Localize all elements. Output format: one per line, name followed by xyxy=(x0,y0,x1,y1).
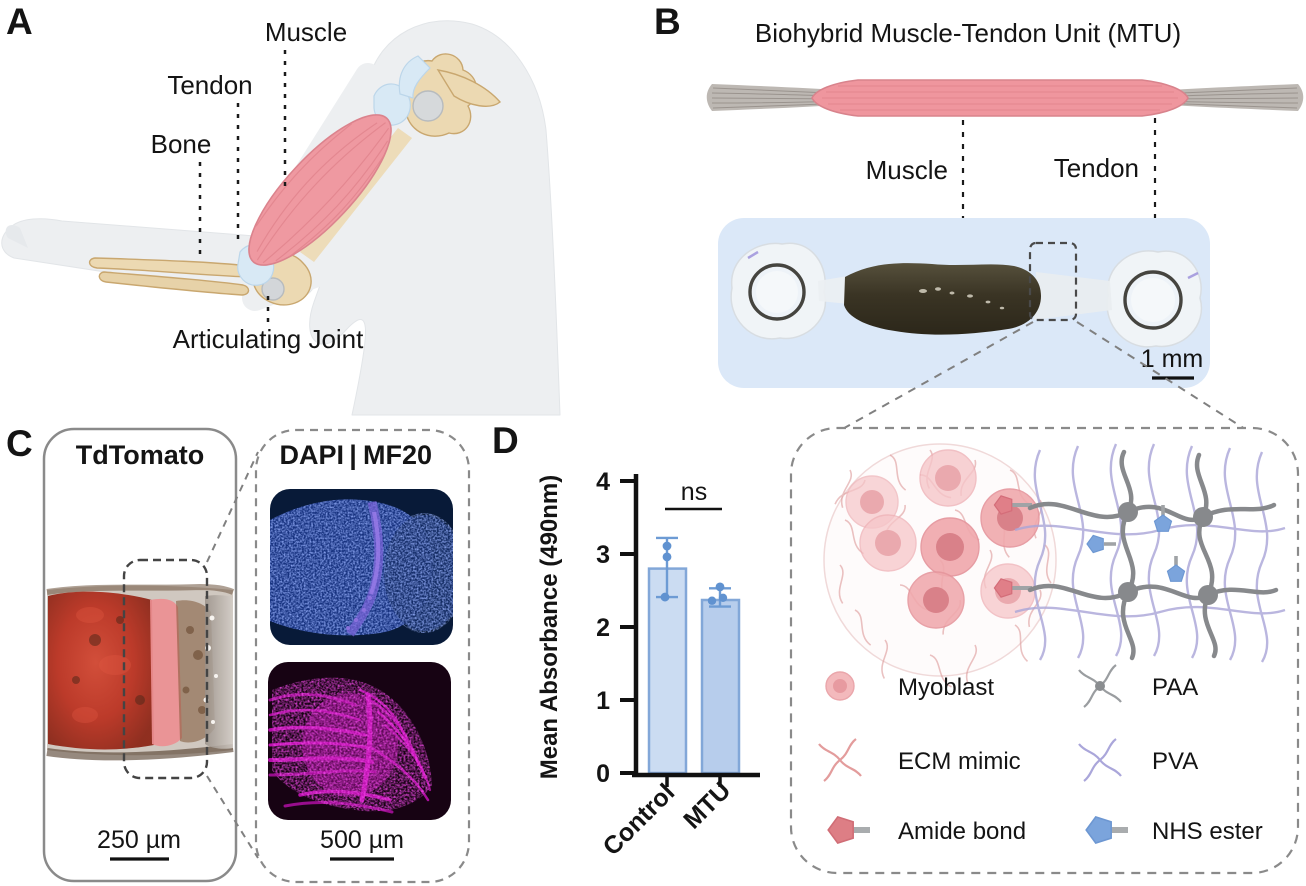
paa-crosslink-nodes xyxy=(1118,502,1218,605)
dapi-micrograph xyxy=(270,489,453,645)
amide-bond-icon xyxy=(827,816,870,844)
mtu-schematic xyxy=(706,79,1304,117)
tdtomato-panel: TdTomato xyxy=(42,427,238,883)
legend-item-paa: PAA xyxy=(1077,663,1198,709)
polymer-network xyxy=(1014,443,1286,663)
anchor-stem-left xyxy=(818,276,849,304)
title-separator: | xyxy=(349,440,357,470)
panel-c-letter: C xyxy=(6,423,33,464)
y-axis-label: Mean Absorbance (490nm) xyxy=(536,475,563,780)
muscle-illustration xyxy=(248,114,392,266)
tendon-label-b: Tendon xyxy=(1054,153,1139,183)
legend-item-ecm-mimic: ECM mimic xyxy=(817,737,1021,783)
legend-label: ECM mimic xyxy=(898,748,1021,775)
bone-label: Bone xyxy=(151,129,212,159)
scale-bar-label-500um: 500 µm xyxy=(320,826,404,854)
panel-b-title: Biohybrid Muscle-Tendon Unit (MTU) xyxy=(755,18,1181,48)
scale-bar-label-250um: 250 µm xyxy=(97,826,181,854)
y-tick-labels: 0 1 2 3 4 xyxy=(596,468,610,788)
x-label-mtu: MTU xyxy=(678,776,736,834)
pva-chains xyxy=(1014,443,1286,663)
legend-item-myoblast: Myoblast xyxy=(825,671,994,701)
muscle-photo-highlights xyxy=(919,287,1005,310)
mf20-micrograph xyxy=(268,662,451,820)
panel-d-letter: D xyxy=(492,420,519,461)
svg-text:4: 4 xyxy=(596,468,610,496)
bar-mtu xyxy=(700,598,741,775)
legend-label: Myoblast xyxy=(898,674,994,701)
amide-bond-markers xyxy=(993,495,1032,598)
dapi-title: DAPI xyxy=(279,440,344,470)
scale-bar-label-1mm: 1 mm xyxy=(1141,345,1204,373)
immunostain-panel: DAPI | MF20 xyxy=(254,428,471,884)
myoblast-cell xyxy=(907,571,965,629)
myoblast-cell xyxy=(980,488,1040,548)
paa-icon xyxy=(1077,663,1123,709)
legend-label: Amide bond xyxy=(898,818,1026,845)
mtu-photograph: 1 mm xyxy=(718,218,1210,388)
anchor-ring-right xyxy=(1106,250,1203,348)
legend-item-nhs-ester: NHS ester xyxy=(1085,816,1263,845)
tdtomato-micrograph xyxy=(46,583,235,761)
panel-b: B Biohybrid Muscle-Tendon Unit (MTU) xyxy=(654,1,1304,437)
schematic-legend: Myoblast PAA ECM mimic PVA xyxy=(817,663,1263,845)
myoblast-cell xyxy=(859,514,917,572)
muscle-belly-schematic xyxy=(811,79,1189,117)
svg-text:2: 2 xyxy=(596,614,610,642)
tendon-fiber-bundle-right xyxy=(1156,84,1304,111)
junction-zoom-box xyxy=(1028,241,1078,322)
tendon-label: Tendon xyxy=(167,70,252,100)
legend-label: NHS ester xyxy=(1152,818,1263,845)
panel-a-annotations xyxy=(198,50,287,326)
myoblast-cells xyxy=(845,449,1040,629)
legend-item-pva: PVA xyxy=(1077,737,1198,783)
panel-c: C TdTomato xyxy=(6,423,471,884)
svg-text:3: 3 xyxy=(596,541,610,569)
junction-zoom-box-c xyxy=(122,558,209,780)
significance-label: ns xyxy=(681,478,707,506)
muscle-segment-photo xyxy=(844,263,1041,335)
muscle-label: Muscle xyxy=(265,17,347,47)
legend-label: PVA xyxy=(1152,748,1198,775)
svg-text:0: 0 xyxy=(596,760,610,788)
legend-item-amide-bond: Amide bond xyxy=(827,816,1026,845)
panel-a: A xyxy=(1,1,561,416)
nhs-ester-markers xyxy=(1086,505,1186,582)
panel-a-letter: A xyxy=(6,1,33,42)
legend-label: PAA xyxy=(1152,674,1198,701)
tendon-segment-photo xyxy=(1034,272,1112,320)
molecular-schematic-panel: Myoblast PAA ECM mimic PVA xyxy=(789,426,1300,875)
myoblast-cell xyxy=(919,449,977,507)
myoblast-icon xyxy=(825,671,855,701)
panel-d: D Mean Absorbance (490nm) xyxy=(492,420,760,861)
zoom-connector-lines-b xyxy=(829,321,1257,437)
nhs-ester-icon xyxy=(1085,816,1128,844)
bar-control xyxy=(647,567,688,775)
svg-text:1: 1 xyxy=(596,687,610,715)
muscle-label-b: Muscle xyxy=(866,155,948,185)
axes xyxy=(620,474,760,787)
panel-b-letter: B xyxy=(654,1,681,42)
absorbance-bar-chart: 0 1 2 3 4 ns Control MTU xyxy=(596,468,760,861)
anchor-ring-left xyxy=(730,242,827,340)
tdtomato-title: TdTomato xyxy=(76,440,204,470)
zoom-connector-lines-c xyxy=(206,451,259,859)
articulating-joint-label: Articulating Joint xyxy=(173,324,365,354)
myoblast-cell xyxy=(920,517,980,577)
data-points xyxy=(660,541,728,605)
x-label-control: Control xyxy=(598,778,681,861)
mf20-title: MF20 xyxy=(363,440,432,470)
